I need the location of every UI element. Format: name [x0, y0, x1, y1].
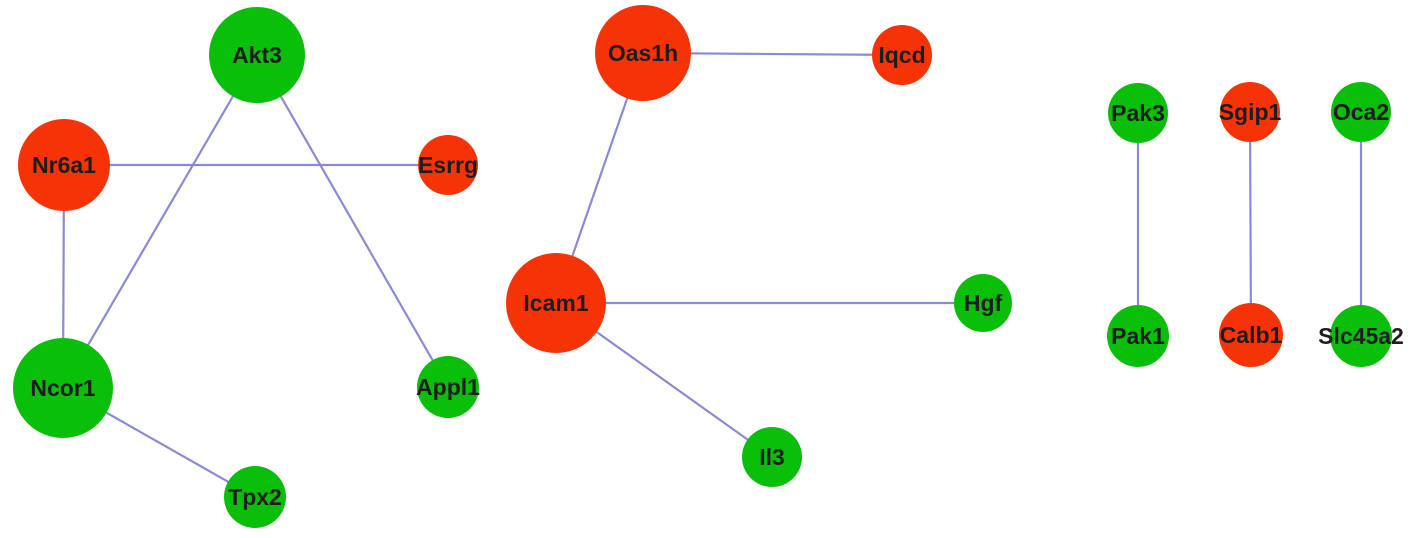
node-oas1h — [595, 5, 691, 101]
edge-akt3-appl1 — [255, 53, 450, 389]
node-pak1 — [1107, 305, 1169, 367]
edge-sgip1-calb1 — [1248, 110, 1253, 337]
node-appl1 — [417, 356, 479, 418]
node-sgip1 — [1220, 82, 1280, 142]
node-esrrg — [418, 135, 478, 195]
node-iqcd — [872, 25, 932, 85]
node-ncor1 — [13, 338, 113, 438]
node-il3 — [742, 427, 802, 487]
node-nr6a1 — [18, 119, 110, 211]
node-icam1 — [506, 253, 606, 353]
node-akt3 — [209, 7, 305, 103]
nodes-layer — [13, 5, 1392, 528]
node-calb1 — [1219, 303, 1283, 367]
node-hgf — [954, 274, 1012, 332]
node-pak3 — [1108, 83, 1168, 143]
node-oca2 — [1331, 82, 1391, 142]
node-slc45a2 — [1330, 305, 1392, 367]
node-tpx2 — [224, 466, 286, 528]
edge-akt3-ncor1 — [61, 53, 259, 390]
